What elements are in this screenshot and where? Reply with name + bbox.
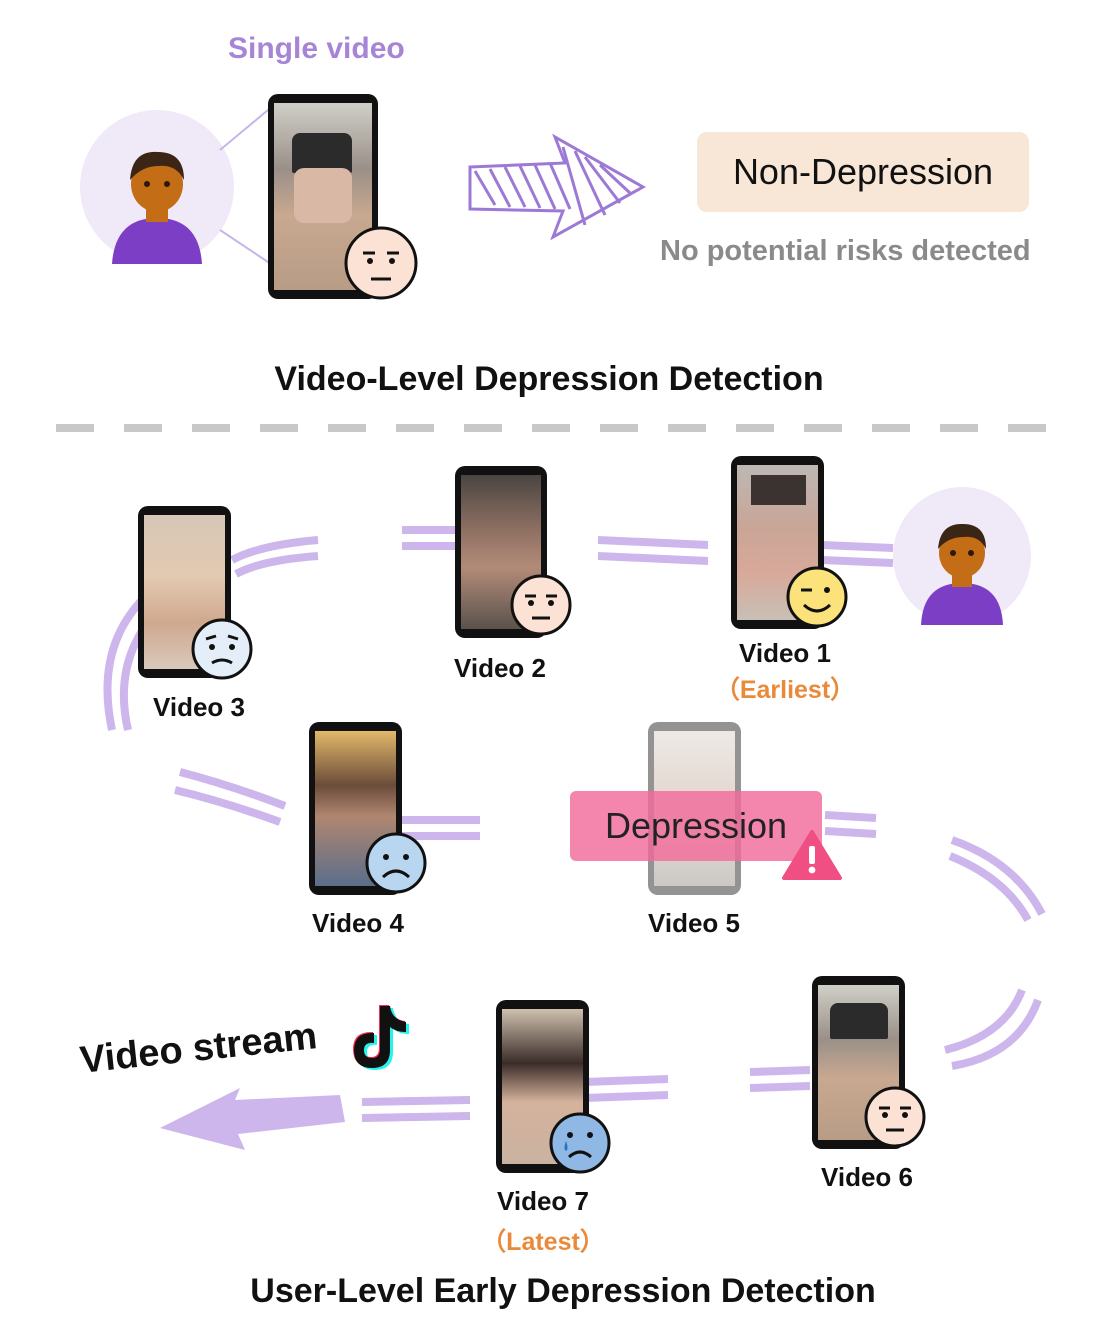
video-level-title: Video-Level Depression Detection — [274, 360, 824, 398]
warning-icon — [782, 830, 842, 880]
user-avatar-icon — [893, 487, 1031, 625]
user-level-title: User-Level Early Depression Detection — [250, 1272, 876, 1310]
video-6-label: Video 6 — [820, 1162, 914, 1192]
neutral-face-icon — [344, 226, 418, 300]
latest-note: （Latest） — [481, 1228, 605, 1256]
arrow-right-icon — [468, 133, 647, 241]
non-depression-label: Non-Depression — [732, 151, 994, 192]
video-5-label: Video 5 — [647, 908, 741, 938]
depression-badge: Depression — [570, 791, 822, 861]
depression-label: Depression — [604, 805, 788, 846]
user-avatar-icon — [80, 99, 281, 271]
neutral-face-icon — [510, 574, 572, 636]
crying-face-icon — [549, 1112, 611, 1174]
single-video-label: Single video — [228, 32, 405, 65]
video-1-label: Video 1 — [738, 638, 832, 668]
worried-face-icon — [191, 618, 253, 680]
neutral-face-icon — [864, 1086, 926, 1148]
tiktok-icon — [353, 1005, 409, 1070]
video-3-label: Video 3 — [152, 692, 246, 722]
earliest-note: （Earliest） — [714, 676, 856, 704]
no-risk-note: No potential risks detected — [660, 235, 1031, 267]
phone-video-6 — [812, 976, 905, 1149]
wink-face-icon — [786, 566, 848, 628]
section-divider — [56, 424, 1056, 432]
video-4-label: Video 4 — [311, 908, 405, 938]
sad-face-icon — [365, 832, 427, 894]
non-depression-badge: Non-Depression — [697, 132, 1029, 212]
video-2-label: Video 2 — [453, 653, 547, 683]
video-7-label: Video 7 — [496, 1186, 590, 1216]
